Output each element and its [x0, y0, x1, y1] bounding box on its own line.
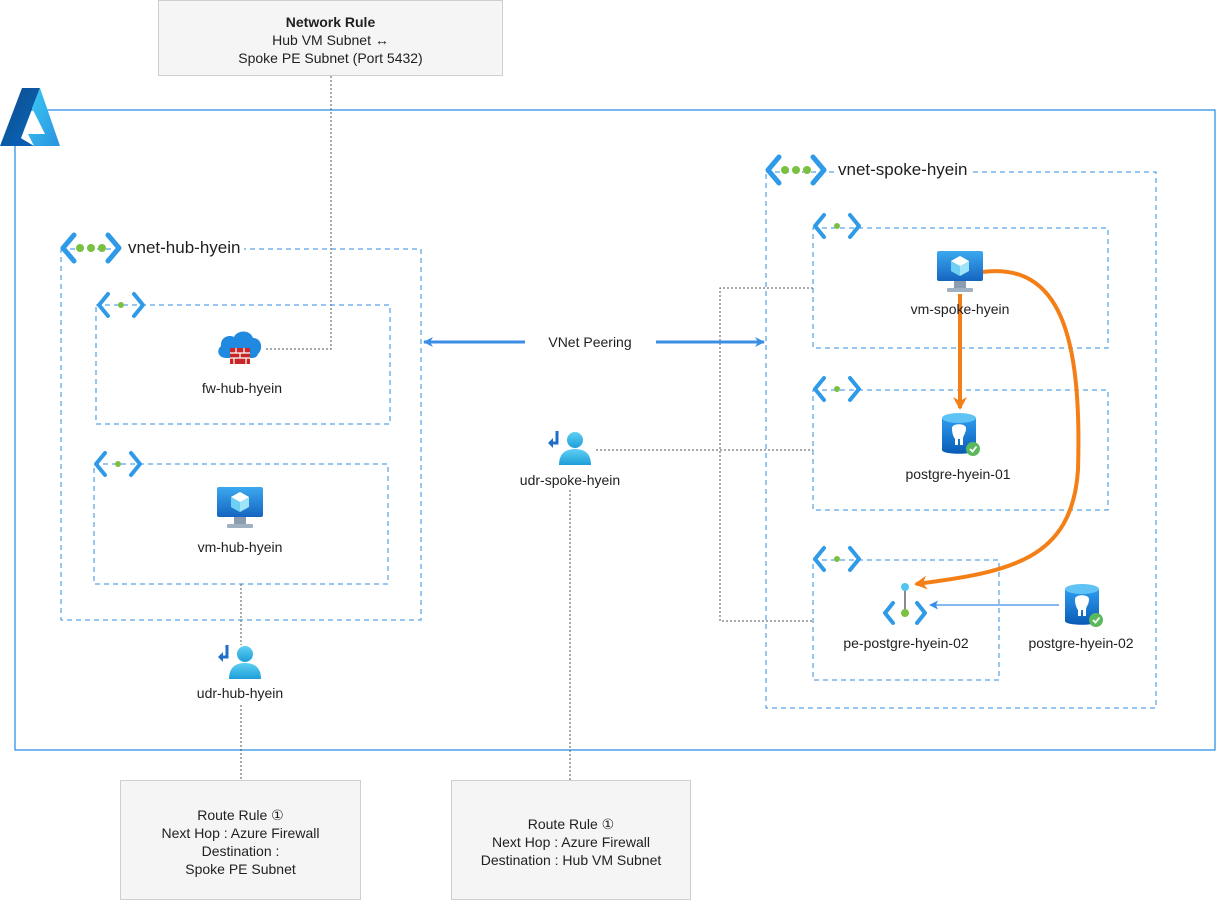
route-rule-spoke-line1: Route Rule ① — [527, 816, 615, 832]
subnet-hub-fw-box — [95, 304, 391, 425]
flow-vm-to-pe — [914, 269, 1081, 590]
route-rule-hub-line3: Destination : — [201, 843, 280, 859]
firewall-icon — [218, 331, 262, 364]
vnet-hub-label: vnet-hub-hyein — [124, 238, 245, 258]
route-rule-spoke-note: Route Rule ① Next Hop : Azure Firewall D… — [451, 780, 691, 900]
connectors — [240, 76, 813, 780]
route-table-icon — [218, 645, 261, 679]
vnet-icon — [765, 154, 827, 186]
udr-spoke-label: udr-spoke-hyein — [519, 472, 621, 488]
pe-postgre-02-label: pe-postgre-hyein-02 — [843, 635, 969, 651]
postgresql-icon — [942, 413, 980, 456]
subnet-icon — [97, 292, 145, 318]
postgre-02-label: postgre-hyein-02 — [1028, 635, 1134, 651]
azure-logo-icon — [0, 88, 60, 146]
vm-hub-label: vm-hub-hyein — [197, 539, 283, 555]
vnet-spoke-label: vnet-spoke-hyein — [834, 160, 972, 180]
subnet-icon — [813, 213, 861, 239]
azure-boundary — [14, 109, 1216, 751]
network-rule-note: Network Rule Hub VM Subnet ↔ Spoke PE Su… — [158, 0, 503, 76]
network-rule-line1: Hub VM Subnet ↔ — [272, 32, 389, 48]
route-rule-hub-line4: Spoke PE Subnet — [185, 861, 296, 877]
route-table-icon — [548, 431, 591, 465]
subnet-icon — [813, 376, 861, 402]
subnet-icon — [94, 451, 142, 477]
subnet-spoke-pe-box — [812, 559, 1000, 681]
route-rule-hub-note: Route Rule ① Next Hop : Azure Firewall D… — [120, 780, 361, 900]
route-rule-spoke-line2: Next Hop : Azure Firewall — [492, 834, 650, 850]
route-rule-hub-line1: Route Rule ① — [197, 807, 284, 823]
udr-hub-label: udr-hub-hyein — [196, 685, 284, 701]
vnet-peering-label: VNet Peering — [538, 334, 642, 350]
subnet-hub-vm-box — [93, 463, 389, 585]
postgre-01-label: postgre-hyein-01 — [905, 466, 1011, 482]
private-endpoint-icon — [883, 583, 927, 625]
virtual-machine-icon — [937, 251, 983, 292]
subnet-icon — [813, 546, 861, 572]
virtual-machine-icon — [217, 487, 263, 528]
fw-hub-label: fw-hub-hyein — [201, 380, 283, 396]
connector-network-rule-to-fw — [266, 76, 332, 350]
vnet-spoke-box — [765, 171, 1157, 709]
route-rule-hub-line2: Next Hop : Azure Firewall — [161, 825, 320, 841]
connector-udr-spoke-bracket — [719, 287, 813, 622]
network-rule-line2: Spoke PE Subnet (Port 5432) — [238, 50, 423, 66]
network-rule-title: Network Rule — [285, 14, 376, 30]
route-rule-spoke-line3: Destination : Hub VM Subnet — [480, 852, 662, 868]
vm-spoke-label: vm-spoke-hyein — [910, 301, 1010, 317]
postgresql-icon — [1065, 584, 1103, 627]
vnet-icon — [60, 232, 122, 264]
